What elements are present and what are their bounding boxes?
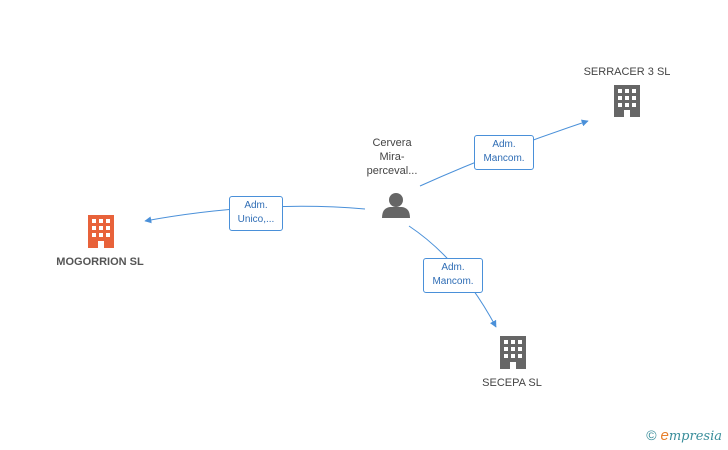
building-icon-mogorrion[interactable] bbox=[88, 215, 114, 248]
brand-footer: ©empresia bbox=[646, 427, 722, 444]
person-node-label[interactable]: Cervera Mira- perceval... bbox=[356, 136, 428, 178]
edge-label-to-mogorrion: Adm. Unico,... bbox=[229, 196, 283, 231]
building-icon-secepa[interactable] bbox=[500, 336, 526, 369]
edge-serracer-line1: Adm. bbox=[492, 139, 516, 150]
brand-logo-text: mpresia bbox=[668, 429, 722, 444]
mogorrion-node-label[interactable]: MOGORRION SL bbox=[56, 256, 144, 268]
person-icon[interactable] bbox=[382, 193, 410, 218]
person-label-line3: perceval... bbox=[366, 165, 418, 177]
secepa-node-label[interactable]: SECEPA SL bbox=[482, 377, 542, 389]
edge-serracer-line2: Mancom. bbox=[483, 153, 525, 164]
edge-secepa-line2: Mancom. bbox=[432, 276, 474, 287]
edge-mogorrion-line2: Unico,... bbox=[237, 214, 275, 225]
edge-secepa-line1: Adm. bbox=[441, 262, 465, 273]
building-icon-serracer[interactable] bbox=[614, 85, 640, 117]
person-label-line2: Mira- bbox=[379, 151, 405, 163]
copyright-symbol: © bbox=[646, 427, 657, 443]
serracer-node-label[interactable]: SERRACER 3 SL bbox=[583, 66, 671, 78]
edge-label-to-secepa: Adm. Mancom. bbox=[423, 258, 483, 293]
edge-label-to-serracer: Adm. Mancom. bbox=[474, 135, 534, 170]
brand-logo-e: e bbox=[660, 427, 669, 444]
person-label-line1: Cervera bbox=[372, 137, 412, 149]
edge-mogorrion-line1: Adm. bbox=[244, 200, 268, 211]
